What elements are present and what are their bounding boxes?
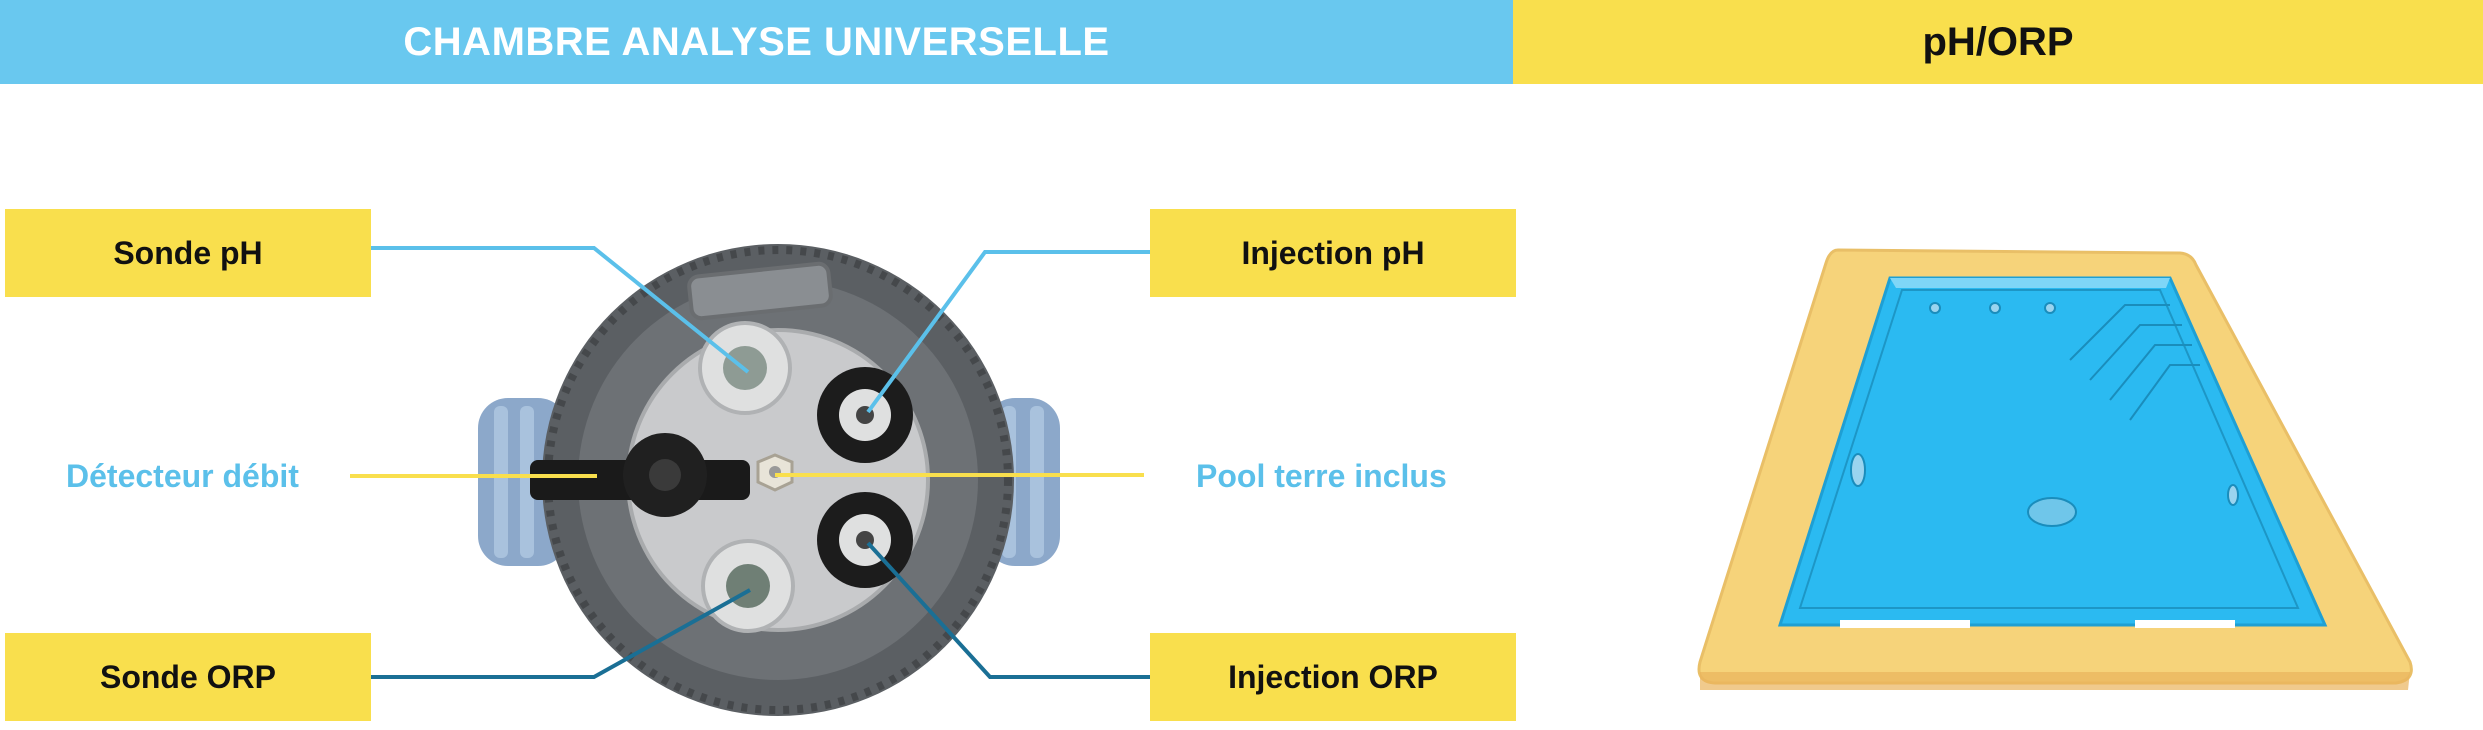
sonde-orp-line: [370, 588, 751, 679]
injection-orp-line: [866, 541, 1150, 679]
pool-steps: [2069, 304, 2200, 421]
injection-ph-valve: [817, 367, 913, 463]
analysis-chamber: [478, 244, 1060, 716]
label-sonde-ph: Sonde pH: [5, 209, 371, 297]
pool-illustration: [1697, 248, 2413, 690]
label-sonde-orp: Sonde ORP: [5, 633, 371, 721]
sonde-ph-line: [370, 246, 750, 374]
header-left-title: CHAMBRE ANALYSE UNIVERSELLE: [0, 0, 1513, 84]
header-right-title: pH/ORP: [1513, 0, 2483, 84]
label-injection-orp: Injection ORP: [1150, 633, 1516, 721]
flow-detector: [530, 433, 750, 517]
label-pool-terre: Pool terre inclus: [1196, 458, 1447, 494]
injection-ph-line: [866, 250, 1150, 414]
label-detecteur-debit: Détecteur débit: [66, 458, 299, 494]
pool-drain: [2027, 497, 2077, 527]
injection-orp-valve: [817, 492, 913, 588]
sonde-orp-port: [701, 539, 795, 633]
pool-ground-terminal: [756, 453, 794, 492]
label-injection-ph: Injection pH: [1150, 209, 1516, 297]
pool-jets: [1850, 302, 2239, 506]
